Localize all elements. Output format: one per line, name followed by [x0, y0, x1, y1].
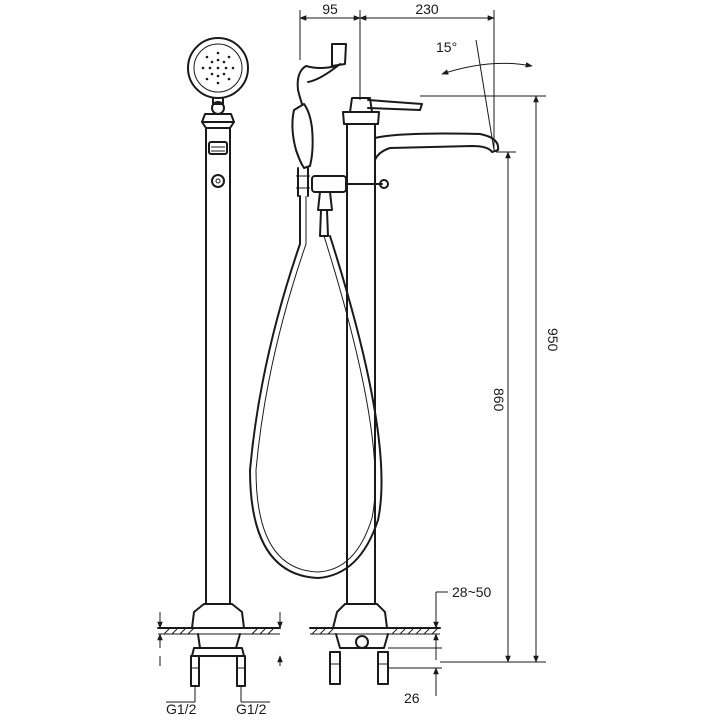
nozzle-dot [222, 72, 226, 76]
floor-hatch [267, 627, 275, 635]
dimension-base: 26 [388, 647, 442, 706]
dim-230-label: 230 [415, 1, 439, 17]
nozzle-dot [227, 55, 231, 59]
dim-base-label: 26 [404, 690, 420, 706]
inlet-labels: G1/2 G1/2 [166, 686, 270, 717]
inlet-right-label: G1/2 [236, 701, 267, 717]
dimension-angle: 15° [436, 39, 533, 151]
nozzle-dot [205, 55, 209, 59]
floor-line-right [309, 627, 441, 635]
dimension-860: 860 [491, 151, 516, 663]
floor-hatch [311, 627, 319, 635]
dimension-side-floor [157, 612, 283, 666]
nozzle-dot [216, 51, 220, 55]
nozzle-dot [208, 66, 212, 70]
floor-hatch [251, 627, 259, 635]
floor-hatch [423, 627, 431, 635]
nozzle-dot [227, 77, 231, 81]
nozzle-dot [216, 58, 220, 62]
dim-floor-adjust-label: 28~50 [452, 584, 492, 600]
shower-head-icon [187, 37, 249, 115]
floor-hatch [179, 627, 187, 635]
floor-hatch [415, 627, 423, 635]
nozzle-dot [216, 66, 220, 70]
side-view [187, 37, 249, 687]
dim-860-label: 860 [491, 388, 507, 412]
floor-hatch [187, 627, 195, 635]
nozzle-dot [210, 72, 214, 76]
floor-line-left [157, 627, 281, 635]
nozzle-dot [216, 74, 220, 78]
floor-hatch [259, 627, 267, 635]
dim-95-label: 95 [322, 1, 338, 17]
dimension-floor-adjust: 28~50 [433, 584, 492, 660]
dim-angle-label: 15° [436, 39, 457, 55]
nozzle-dot [222, 60, 226, 64]
nozzle-dot [224, 66, 228, 70]
floor-hatch [407, 627, 415, 635]
nozzle-dot [216, 81, 220, 85]
floor-hatch [171, 627, 179, 635]
dim-950-label: 950 [545, 328, 561, 352]
nozzle-dot [205, 77, 209, 81]
dimension-950: 950 [420, 95, 561, 663]
floor-hatch [399, 627, 407, 635]
nozzle-dot [210, 60, 214, 64]
floor-hatch [327, 627, 335, 635]
nozzle-dot [231, 66, 235, 70]
floor-hatch [431, 627, 439, 635]
floor-hatch [391, 627, 399, 635]
floor-hatch [319, 627, 327, 635]
nozzle-dot [201, 66, 205, 70]
floor-hatch [163, 627, 171, 635]
dimension-top: 95 230 [299, 1, 495, 150]
inlet-left-label: G1/2 [166, 701, 197, 717]
